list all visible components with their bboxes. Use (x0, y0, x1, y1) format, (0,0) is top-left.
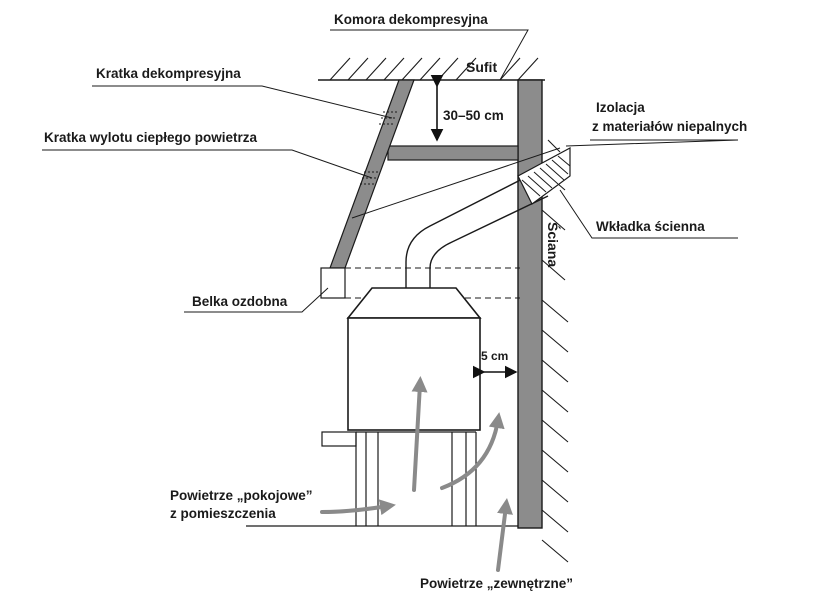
label-room-air-line2: z pomieszczenia (170, 506, 276, 521)
fireplace-base (246, 431, 518, 527)
label-hot-air-outlet-grille: Kratka wylotu ciepłego powietrza (44, 130, 258, 145)
label-wall: Ściana (545, 222, 562, 267)
fireplace-body (346, 287, 482, 431)
label-decompression-chamber: Komora dekompresyjna (334, 12, 488, 27)
label-clearance: 5 cm (481, 349, 508, 363)
decompression-grille (379, 111, 399, 125)
label-decorative-beam: Belka ozdobna (192, 294, 288, 309)
label-room-air-line1: Powietrze „pokojowe” (170, 488, 313, 503)
label-gap: 30–50 cm (443, 108, 504, 123)
label-decompression-grille: Kratka dekompresyjna (96, 66, 241, 81)
outlet-grille (360, 171, 380, 185)
label-insulation-line2: z materiałów niepalnych (592, 119, 747, 134)
decorative-beam (320, 267, 520, 299)
label-wall-insert: Wkładka ścienna (596, 219, 705, 234)
label-outside-air: Powietrze „zewnętrzne” (420, 576, 573, 591)
chimney-pipe (405, 169, 549, 288)
airflow-arrows (320, 376, 513, 572)
label-ceiling: Sufit (466, 59, 497, 75)
insulation-bar (387, 145, 519, 161)
leader-lines (42, 29, 739, 313)
wall (517, 79, 569, 563)
label-insulation-line1: Izolacja (596, 100, 645, 115)
hood-panel (329, 79, 415, 269)
wall-insert (517, 146, 571, 205)
